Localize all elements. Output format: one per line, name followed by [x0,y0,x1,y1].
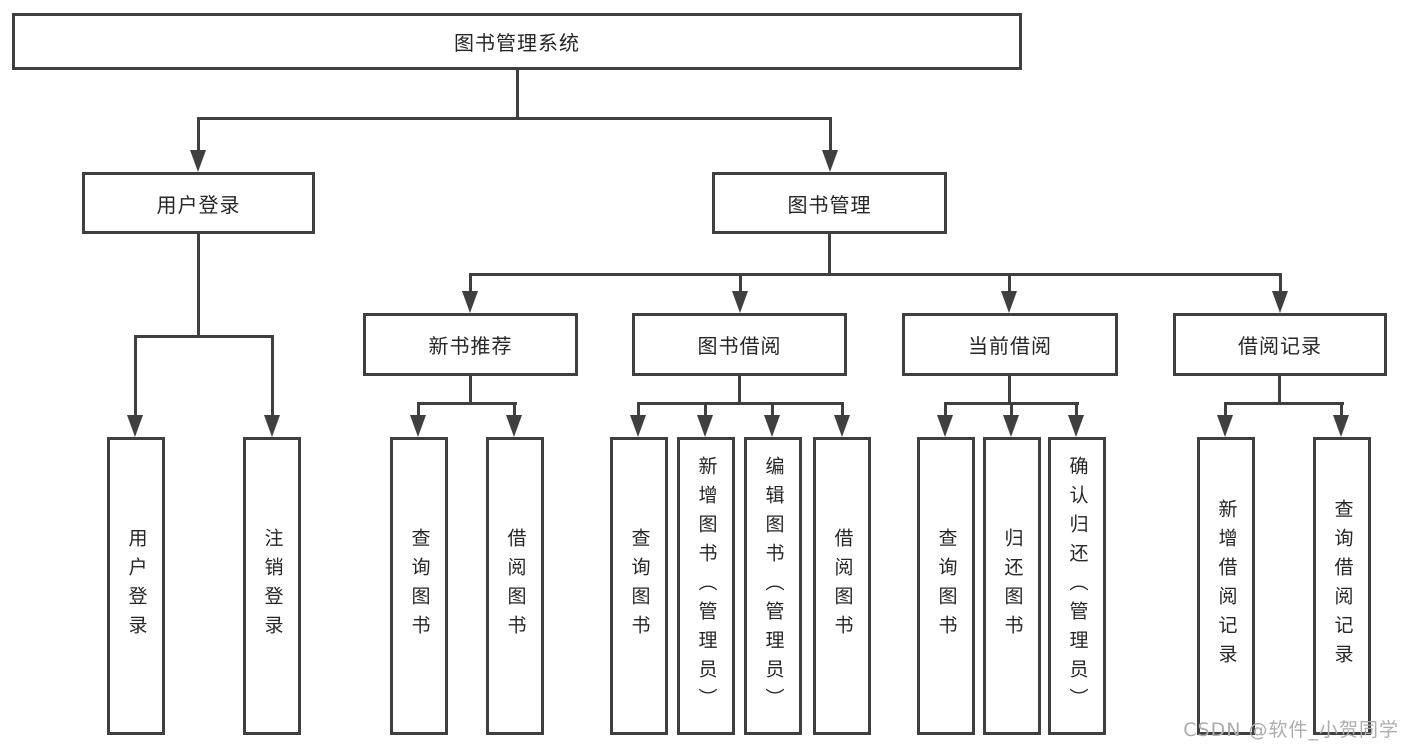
leaf-borrow-edit-books-admin-label: 编辑图书（管理员） [762,455,785,717]
leaf-user-login: 用户登录 [107,437,165,735]
leaf-logout-label: 注销登录 [261,528,284,644]
connector-user-login-stub [197,234,200,335]
arrow-down-to-leaf-user-login [127,335,144,437]
leaf-borrow-lend-books-label: 借阅图书 [831,528,854,644]
node-book-borrow-label: 图书借阅 [697,334,782,358]
connector-records-stub [1278,376,1281,402]
connector-current-stub [1008,376,1011,402]
arrow-down-records-query [1333,402,1350,437]
leaf-records-add-record-label: 新增借阅记录 [1215,499,1238,673]
leaf-current-query-books: 查询图书 [917,437,975,735]
leaf-borrow-add-books-admin: 新增图书（管理员） [677,437,735,735]
csdn-watermark: CSDN @软件_小贺同学 [1183,719,1399,741]
arrow-down-to-user-login [190,117,207,172]
leaf-recommend-borrow-books-label: 借阅图书 [504,528,527,644]
connector-root-bar [197,117,832,120]
node-book-management-label: 图书管理 [787,192,872,217]
connector-book-management-stub [828,234,831,273]
connector-borrow-stub [738,376,741,402]
arrow-down-borrow-lend [834,402,851,437]
arrow-down-to-current-borrow [1001,273,1018,313]
connector-recommend-stub [469,376,472,402]
node-current-borrow-label: 当前借阅 [968,334,1052,358]
leaf-recommend-query-books-label: 查询图书 [408,528,431,644]
node-library-system: 图书管理系统 [12,13,1022,70]
leaf-records-add-record: 新增借阅记录 [1197,437,1255,735]
connector-user-login-bar [135,335,274,338]
leaf-records-query-record: 查询借阅记录 [1313,437,1371,735]
arrow-down-to-borrow-records [1272,273,1289,313]
arrow-down-records-add [1217,402,1234,437]
node-book-borrow: 图书借阅 [632,313,847,376]
leaf-recommend-borrow-books: 借阅图书 [486,437,544,735]
node-current-borrow: 当前借阅 [902,313,1118,376]
node-book-management: 图书管理 [712,172,947,234]
arrow-down-to-new-book-recommend [462,273,479,313]
connector-book-management-bar [469,273,1282,276]
node-borrow-records: 借阅记录 [1173,313,1387,376]
arrow-down-recommend-borrow [506,402,523,437]
leaf-current-return-books: 归还图书 [983,437,1041,735]
node-borrow-records-label: 借阅记录 [1238,334,1322,358]
arrow-down-borrow-add [697,402,714,437]
node-new-book-recommend-label: 新书推荐 [428,334,513,358]
leaf-borrow-query-books-label: 查询图书 [628,528,651,644]
arrow-down-to-book-management [822,117,839,172]
leaf-borrow-edit-books-admin: 编辑图书（管理员） [744,437,802,735]
leaf-logout: 注销登录 [243,437,301,735]
leaf-current-confirm-return-admin: 确认归还（管理员） [1048,437,1106,735]
leaf-current-query-books-label: 查询图书 [935,528,958,644]
arrow-down-current-confirm [1068,402,1085,437]
arrow-down-borrow-query [630,402,647,437]
node-user-login-label: 用户登录 [156,192,241,217]
leaf-borrow-lend-books: 借阅图书 [813,437,871,735]
arrow-down-to-book-borrow [732,273,749,313]
arrow-down-borrow-edit [764,402,781,437]
leaf-records-query-record-label: 查询借阅记录 [1331,499,1354,673]
connector-recommend-bar [418,402,517,405]
connector-records-bar [1225,402,1344,405]
arrow-down-to-leaf-logout [264,335,281,437]
leaf-borrow-query-books: 查询图书 [610,437,668,735]
leaf-current-return-books-label: 归还图书 [1001,528,1024,644]
arrow-down-current-return [1003,402,1020,437]
arrow-down-recommend-query [410,402,427,437]
connector-borrow-bar [638,402,844,405]
connector-root-stub [516,70,519,117]
leaf-borrow-add-books-admin-label: 新增图书（管理员） [695,455,718,717]
arrow-down-current-query [937,402,954,437]
leaf-user-login-label: 用户登录 [125,528,148,644]
leaf-current-confirm-return-admin-label: 确认归还（管理员） [1066,455,1089,717]
node-new-book-recommend: 新书推荐 [363,313,578,376]
node-user-login: 用户登录 [82,172,315,234]
node-library-system-label: 图书管理系统 [454,31,580,55]
leaf-recommend-query-books: 查询图书 [390,437,448,735]
